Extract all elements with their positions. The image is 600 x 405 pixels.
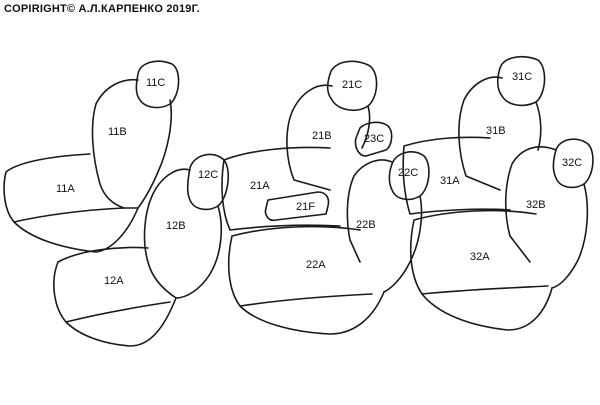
label-22b: 22B <box>356 219 376 231</box>
bench-back-31a <box>402 136 511 215</box>
front-seat-2 <box>53 153 230 347</box>
armrest-21f <box>264 191 330 222</box>
label-22a: 22A <box>306 259 326 271</box>
label-12c: 12C <box>198 169 218 181</box>
label-32c: 32C <box>562 157 582 169</box>
cushion-11a <box>3 153 139 253</box>
label-23c: 23C <box>364 133 384 145</box>
cushion-22a <box>227 225 385 335</box>
label-11a: 11A <box>56 183 75 195</box>
cushion-32a <box>409 209 553 331</box>
label-31c: 31C <box>512 71 532 83</box>
rear-seat <box>402 55 594 331</box>
label-32a: 32A <box>470 251 490 263</box>
label-21a: 21A <box>250 180 270 192</box>
console-23c <box>354 121 393 157</box>
label-32b: 32B <box>526 199 546 211</box>
label-31b: 31B <box>486 125 506 137</box>
backrest-22b <box>346 159 423 293</box>
backrest-11b <box>91 79 173 209</box>
front-seat-1 <box>3 60 180 253</box>
bench-back-21a <box>221 146 341 231</box>
label-22c: 22C <box>398 167 418 179</box>
label-21b: 21B <box>312 130 332 142</box>
backrest-21b <box>286 84 371 191</box>
label-11b: 11B <box>108 126 127 138</box>
label-21c: 21C <box>342 79 362 91</box>
copyright-text: COPIRIGHT© А.Л.КАРПЕНКО 2019Г. <box>4 3 200 15</box>
backrest-32b <box>504 146 589 289</box>
label-11c: 11C <box>146 77 165 89</box>
backrest-12b <box>143 168 223 299</box>
label-12a: 12A <box>104 275 124 287</box>
middle-seat <box>221 60 430 335</box>
label-31a: 31A <box>440 175 460 187</box>
part-labels: 11C 11B 11A 12C 12B 12A 21C 21B 21A 21F … <box>56 71 582 287</box>
label-12b: 12B <box>166 220 186 232</box>
cushion-12a <box>53 246 177 347</box>
label-21f: 21F <box>296 201 315 213</box>
